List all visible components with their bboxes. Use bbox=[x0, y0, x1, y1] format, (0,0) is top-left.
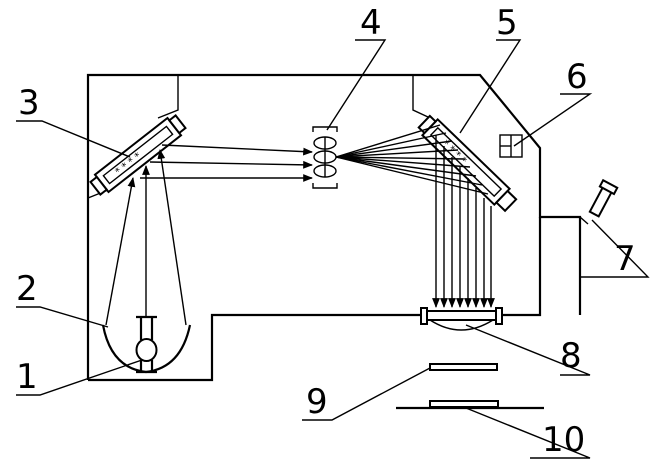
rays-grating-to-lens bbox=[140, 144, 313, 182]
element-8 bbox=[420, 307, 503, 331]
plate-10 bbox=[396, 400, 544, 410]
label-7: 7 bbox=[614, 239, 636, 279]
label-2: 2 bbox=[16, 269, 38, 309]
rays-source-to-grating bbox=[105, 149, 187, 326]
rays-grating-to-element-8 bbox=[432, 135, 495, 308]
leader-lines bbox=[16, 39, 650, 459]
lens-array bbox=[312, 126, 338, 189]
left-grating: * * * * bbox=[89, 114, 187, 196]
label-10: 10 bbox=[542, 420, 585, 460]
lamp-source bbox=[135, 315, 158, 374]
label-9: 9 bbox=[306, 382, 328, 422]
label-8: 8 bbox=[560, 336, 582, 376]
nozzle-7 bbox=[579, 178, 619, 225]
label-5: 5 bbox=[496, 3, 518, 43]
housing-outline bbox=[86, 73, 582, 382]
label-1: 1 bbox=[16, 357, 38, 397]
label-3: 3 bbox=[18, 83, 40, 123]
reflector-bowl bbox=[101, 324, 192, 374]
label-4: 4 bbox=[360, 3, 382, 43]
label-6: 6 bbox=[566, 57, 588, 97]
plate-9 bbox=[429, 363, 498, 371]
number-labels: 3 2 1 4 5 6 7 8 9 10 bbox=[16, 3, 636, 460]
rays-lens-to-grating bbox=[335, 124, 489, 195]
